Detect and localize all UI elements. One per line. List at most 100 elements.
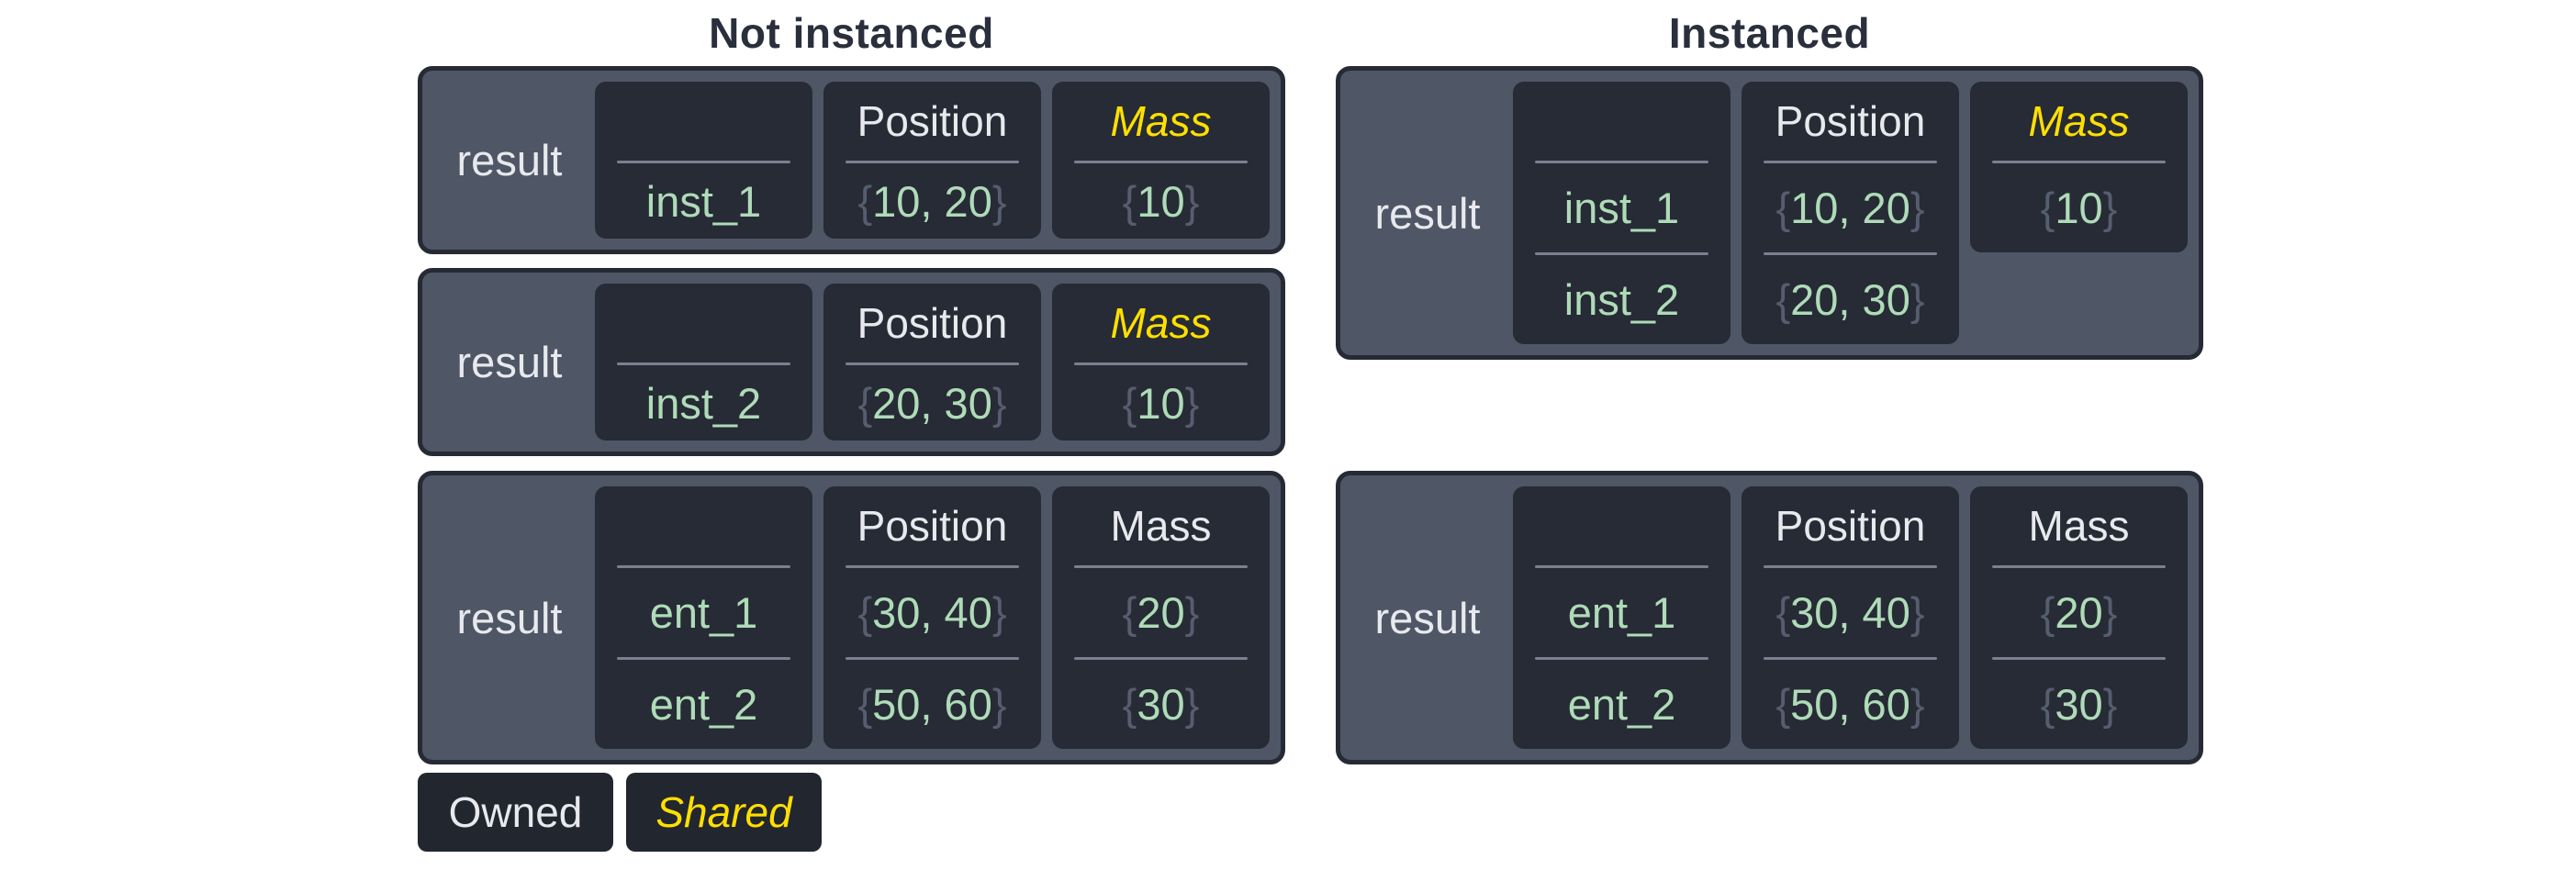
result-label: result (1374, 188, 1481, 238)
divider (846, 565, 1019, 568)
value-text: 30 (1137, 680, 1185, 729)
divider (1074, 362, 1248, 365)
mass-column-header: Mass (1110, 502, 1212, 550)
entity-column-header (1535, 82, 1708, 161)
value-text: 50, 60 (872, 680, 992, 729)
close-brace: } (1184, 378, 1200, 428)
divider (617, 161, 790, 163)
entity-cell: ent_1 ent_2 (595, 486, 812, 749)
position-value: {20, 30} (1764, 255, 1937, 344)
result-label: result (456, 338, 563, 386)
not-instanced-group: Not instanced result inst_1 Position {10… (418, 0, 1285, 852)
mass-value: {30} (1992, 660, 2166, 749)
cells-container: inst_1 inst_2 Position {10, 20} {20, 30}… (1513, 82, 2188, 344)
divider (1992, 657, 2166, 660)
open-brace: { (2040, 680, 2055, 729)
open-brace: { (2040, 184, 2055, 232)
close-brace: } (1184, 588, 1200, 637)
entity-name: inst_1 (1563, 184, 1680, 232)
value-text: 10, 20 (872, 176, 992, 226)
position-value: {30, 40} (846, 568, 1019, 657)
divider (1764, 657, 1937, 660)
position-column-header: Position (1775, 502, 1926, 550)
not-instanced-title: Not instanced (709, 9, 994, 57)
value-text: 30, 40 (872, 588, 992, 637)
entity-name: inst_2 (645, 378, 762, 428)
result-box-instances: result inst_1 inst_2 Position {10, 20} {… (1336, 66, 2203, 360)
open-brace: { (1775, 588, 1791, 637)
result-label: result (456, 593, 563, 642)
entity-column-header (617, 486, 790, 565)
result-label: result (1374, 593, 1481, 642)
divider (617, 657, 790, 660)
position-value: {50, 60} (846, 660, 1019, 749)
cells-container: inst_1 Position {10, 20} Mass {10} (595, 82, 1270, 239)
value-text: 10, 20 (1790, 184, 1910, 232)
divider (1992, 161, 2166, 163)
result-box-inst-2: result inst_2 Position {20, 30} Mass {10… (418, 268, 1285, 456)
entity-column-header (617, 82, 790, 161)
close-brace: } (1910, 680, 1925, 729)
divider (1535, 252, 1708, 255)
legend-shared-chip: Shared (626, 773, 822, 852)
value-text: 30, 40 (1790, 588, 1910, 637)
mass-cell: Mass {10} (1052, 82, 1270, 239)
divider (1764, 252, 1937, 255)
position-cell: Position {10, 20} (823, 82, 1041, 239)
position-cell: Position {30, 40} {50, 60} (1742, 486, 1959, 749)
value-text: 10 (2055, 184, 2103, 232)
position-column-header: Position (857, 97, 1008, 145)
mass-value: {30} (1074, 660, 1248, 749)
entity-name: ent_1 (1567, 588, 1676, 637)
open-brace: { (1122, 378, 1137, 428)
mass-column-header: Mass (2028, 97, 2130, 145)
value-text: 50, 60 (1790, 680, 1910, 729)
value-text: 20 (1137, 588, 1185, 637)
divider (1074, 565, 1248, 568)
open-brace: { (1775, 275, 1791, 324)
instanced-title: Instanced (1668, 9, 1871, 57)
divider (617, 565, 790, 568)
close-brace: } (1910, 184, 1925, 232)
value-text: 20 (2055, 588, 2103, 637)
position-value: {50, 60} (1764, 660, 1937, 749)
mass-value: {10} (1074, 365, 1248, 441)
entity-column-header (1535, 486, 1708, 565)
mass-value: {20} (1992, 568, 2166, 657)
result-label: result (456, 136, 563, 184)
position-value: {20, 30} (846, 365, 1019, 441)
open-brace: { (1122, 680, 1137, 729)
value-text: 10 (1137, 378, 1185, 428)
open-brace: { (1775, 680, 1791, 729)
mass-column-header: Mass (1110, 97, 1212, 145)
instanced-group: Instanced result inst_1 inst_2 Position … (1336, 0, 2203, 764)
mass-value: {20} (1074, 568, 1248, 657)
divider (1535, 161, 1708, 163)
result-box-entities: result ent_1 ent_2 Position {30, 40} {50… (1336, 471, 2203, 764)
legend: Owned Shared (418, 773, 1285, 852)
vertical-spacer (1336, 360, 2203, 471)
mass-column-header: Mass (2028, 502, 2130, 550)
close-brace: } (991, 176, 1007, 226)
cells-container: inst_2 Position {20, 30} Mass {10} (595, 284, 1270, 441)
mass-value: {10} (1074, 163, 1248, 239)
entity-name: ent_1 (649, 588, 758, 637)
close-brace: } (1184, 680, 1200, 729)
position-cell: Position {10, 20} {20, 30} (1742, 82, 1959, 344)
close-brace: } (2102, 588, 2118, 637)
entity-column-header (617, 284, 790, 362)
mass-cell: Mass {20} {30} (1052, 486, 1270, 749)
open-brace: { (857, 588, 873, 637)
result-box-inst-1: result inst_1 Position {10, 20} Mass {10… (418, 66, 1285, 254)
position-value: {30, 40} (1764, 568, 1937, 657)
divider (1535, 657, 1708, 660)
divider (846, 657, 1019, 660)
value-text: 10 (1137, 176, 1185, 226)
position-value: {10, 20} (846, 163, 1019, 239)
close-brace: } (991, 680, 1007, 729)
cells-container: ent_1 ent_2 Position {30, 40} {50, 60} M… (1513, 486, 2188, 749)
open-brace: { (1122, 176, 1137, 226)
value-text: 30 (2055, 680, 2103, 729)
open-brace: { (2040, 588, 2055, 637)
mass-cell-shared: Mass {10} (1970, 82, 2188, 252)
